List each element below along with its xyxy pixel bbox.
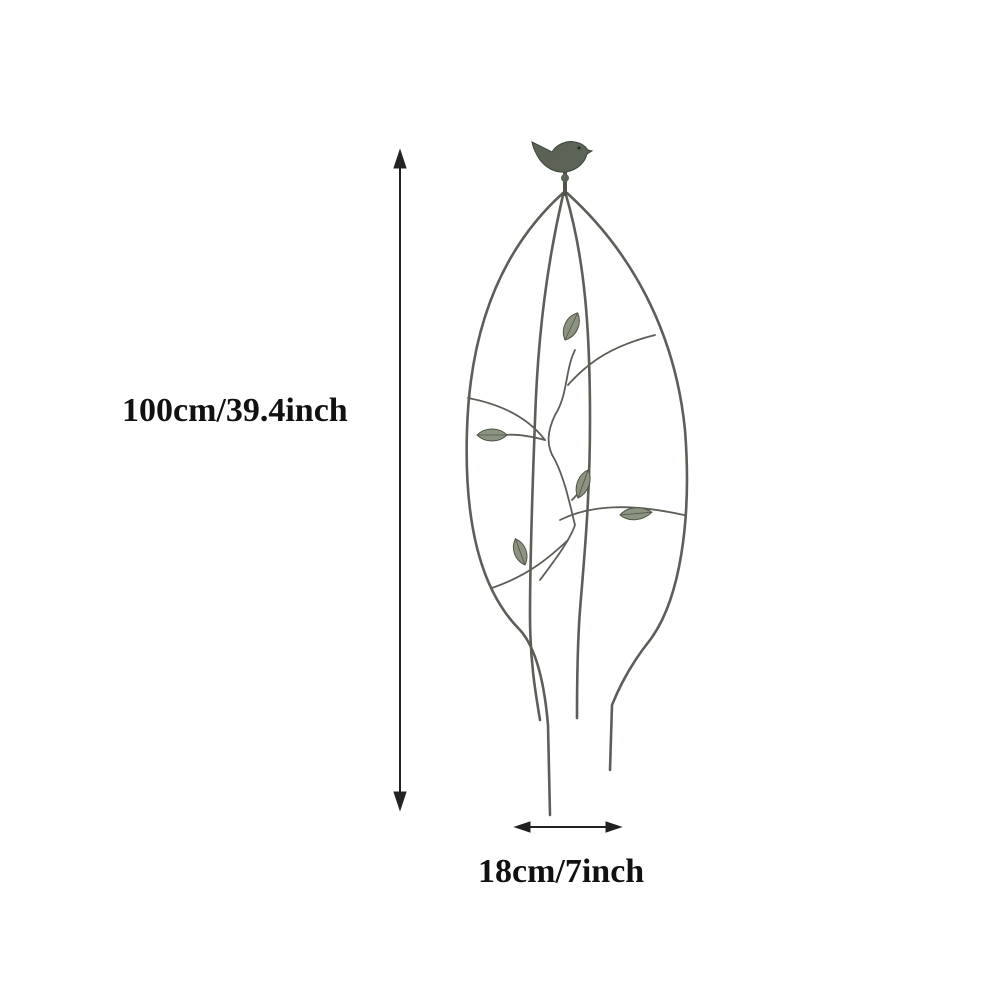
width-dimension-arrow (513, 821, 623, 833)
leaf-icon (476, 428, 508, 442)
width-dimension-label: 18cm/7inch (478, 853, 645, 890)
cross-wire-lower (491, 539, 569, 589)
cross-wire-upper-left (467, 397, 546, 441)
arrow-head-right-icon (605, 821, 623, 833)
cross-wire-middle (559, 506, 685, 521)
vine-branch-left (504, 433, 546, 441)
outer-right-rod (565, 191, 689, 772)
arrow-head-bottom-icon (393, 791, 407, 812)
vine-main (539, 349, 576, 581)
leaf-icon (619, 507, 653, 521)
leaf-icon (512, 538, 528, 566)
cross-wire-top (567, 334, 656, 386)
outer-left-rod (465, 191, 565, 817)
height-dimension-arrow (393, 148, 407, 812)
bird-finial-icon (531, 141, 594, 196)
leaf-icon (562, 312, 580, 341)
arrow-head-left-icon (513, 821, 531, 833)
inner-left-rod (528, 193, 565, 722)
leaf-ornaments (476, 312, 653, 566)
arrow-head-top-icon (393, 148, 407, 169)
trellis-frame (465, 191, 689, 817)
height-dimension-label: 100cm/39.4inch (122, 392, 348, 429)
inner-right-rod (564, 193, 592, 720)
leaf-icon (575, 469, 591, 499)
